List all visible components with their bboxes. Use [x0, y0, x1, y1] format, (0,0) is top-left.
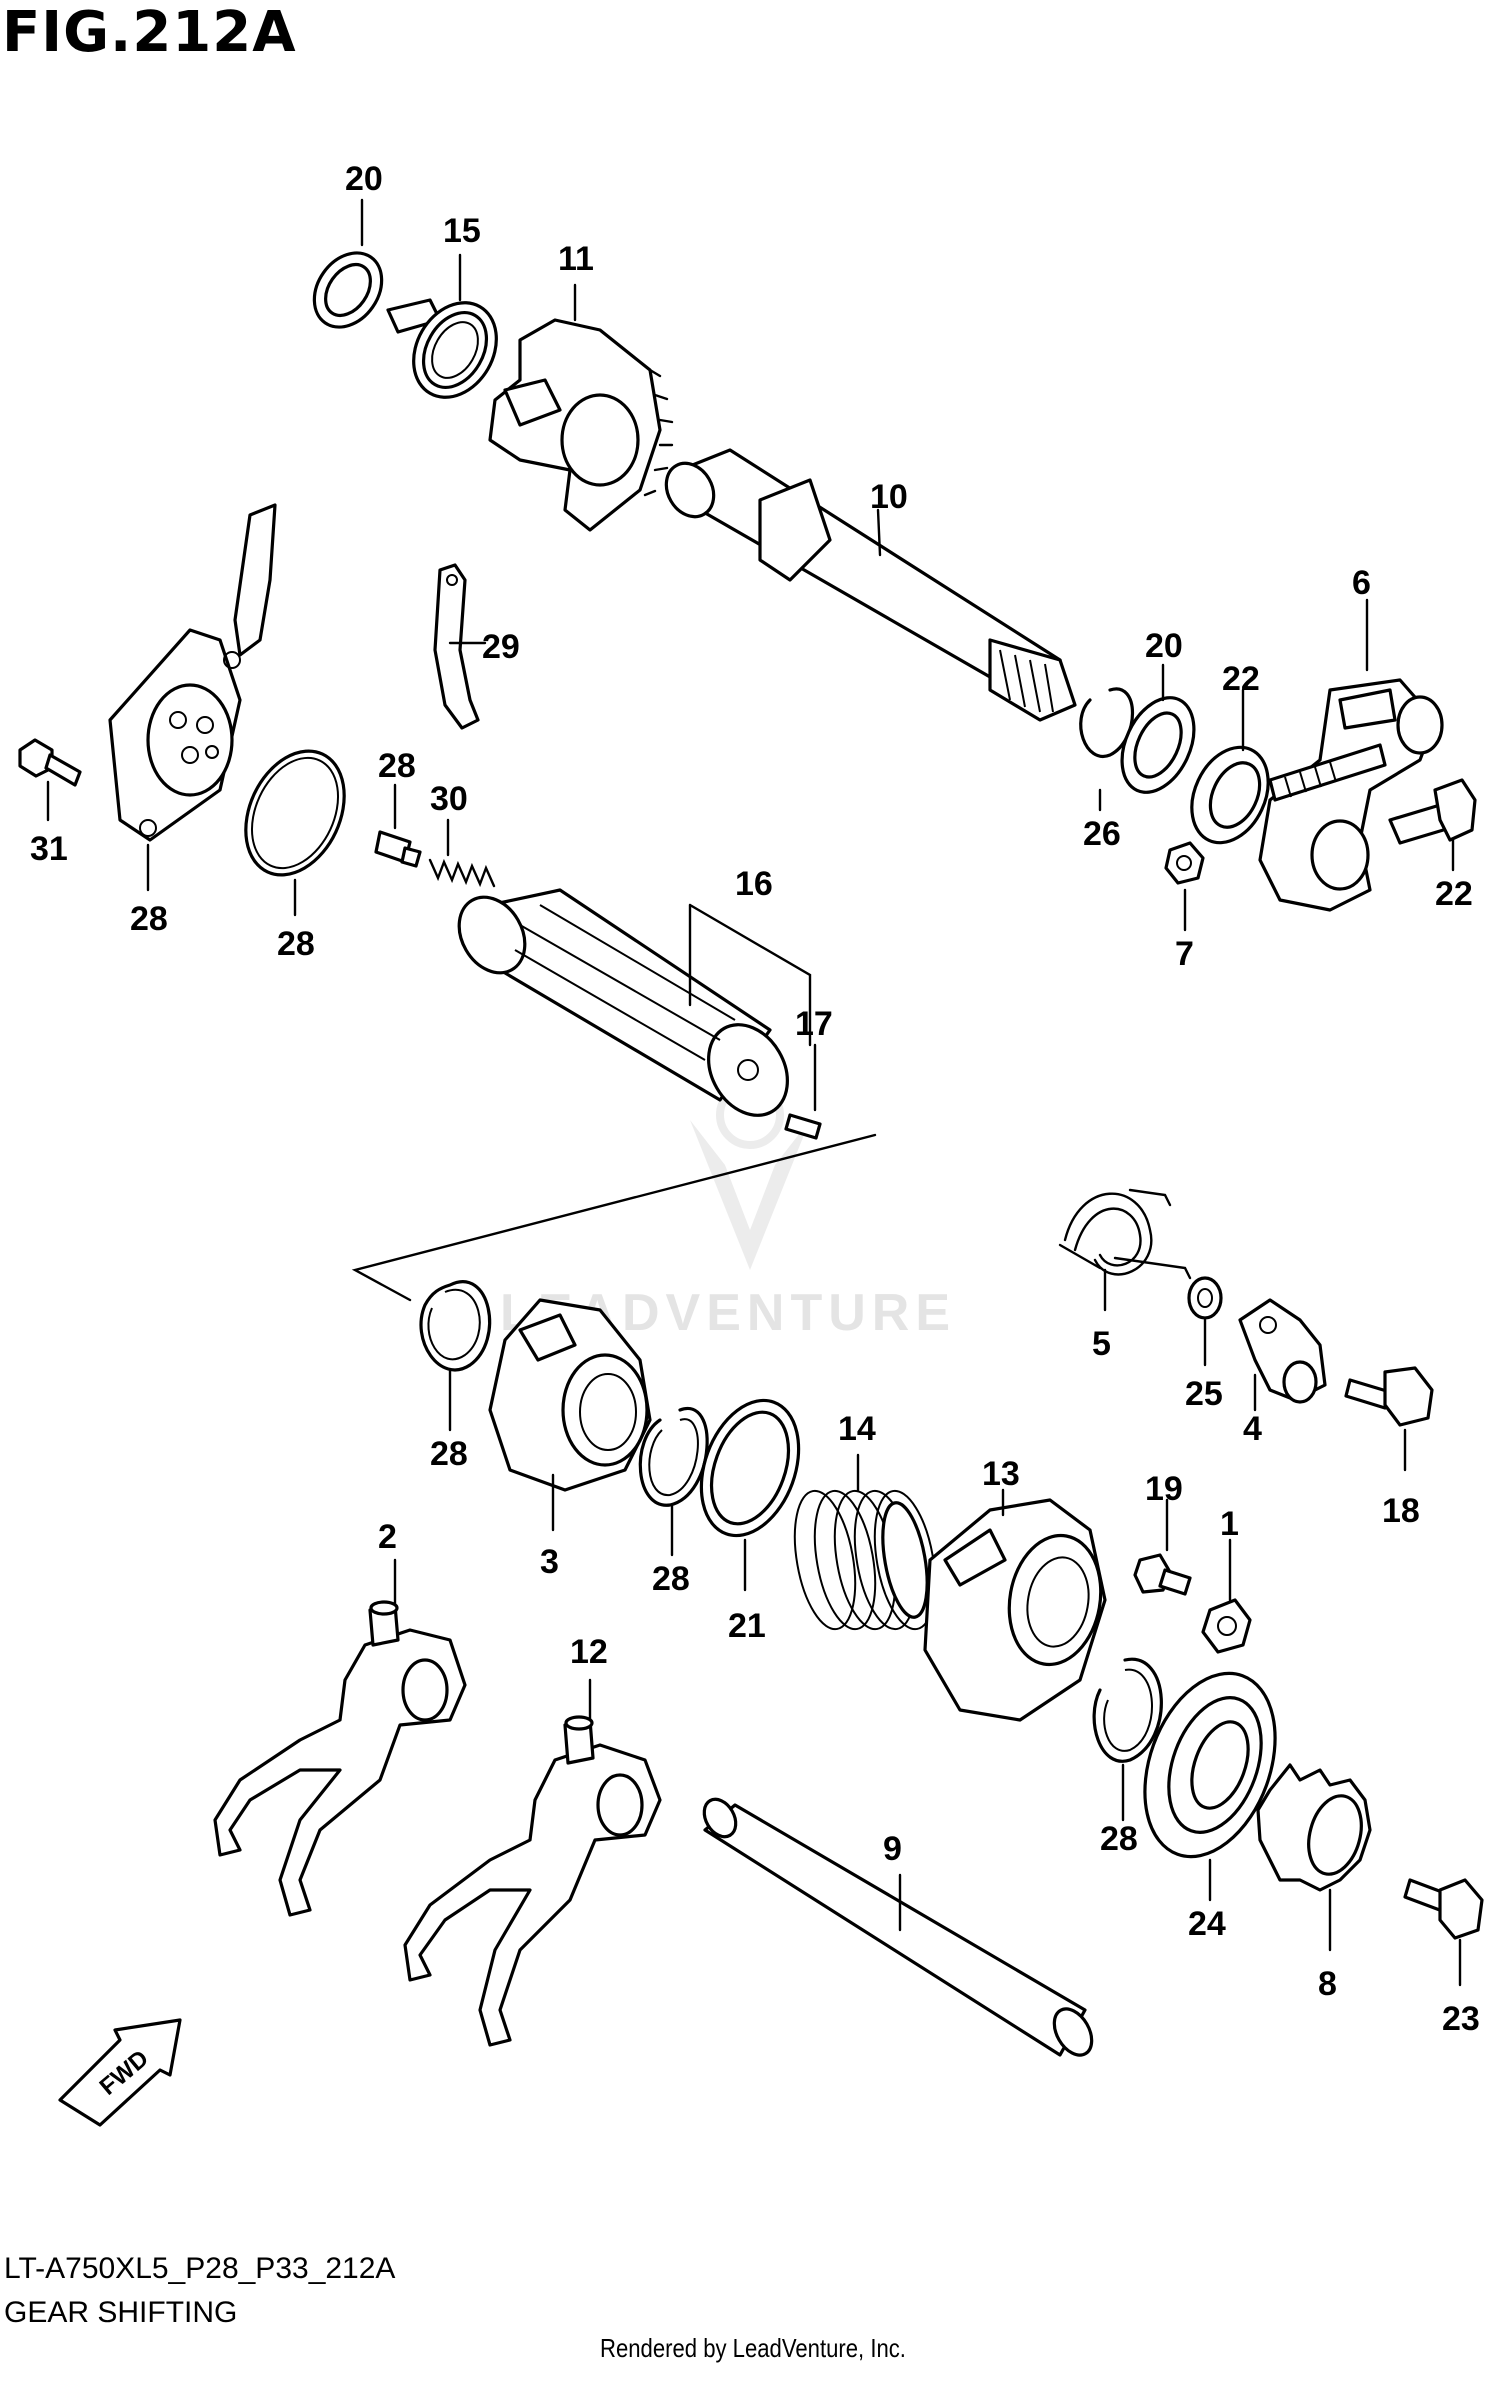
- torsion-spring-icon[interactable]: [1058, 1188, 1192, 1280]
- callout-30[interactable]: 28: [378, 747, 416, 785]
- shift-fork-icon[interactable]: [213, 1600, 467, 1917]
- bolt-icon[interactable]: [1403, 1878, 1484, 1940]
- pin-icon[interactable]: [374, 830, 422, 868]
- page-title: FIG.212A: [2, 0, 297, 65]
- callout-20-mid[interactable]: 20: [1145, 627, 1183, 665]
- position-sensor-icon[interactable]: [108, 503, 277, 842]
- callout-28-left[interactable]: 28: [430, 1435, 468, 1473]
- callout-33[interactable]: 30: [430, 780, 468, 818]
- callout-19[interactable]: 19: [1145, 1470, 1183, 1508]
- washer-icon[interactable]: [1108, 686, 1208, 804]
- callout-5[interactable]: 5: [1092, 1325, 1111, 1363]
- pin-icon[interactable]: [784, 1113, 822, 1140]
- callout-4[interactable]: 4: [1243, 1410, 1262, 1448]
- bearing-icon[interactable]: [1121, 1655, 1299, 1875]
- circlip-icon[interactable]: [419, 1280, 492, 1372]
- callout-34[interactable]: 31: [30, 830, 68, 868]
- callout-1[interactable]: 1: [1220, 1505, 1239, 1543]
- oil-seal-icon[interactable]: [1177, 735, 1283, 855]
- star-gear-icon[interactable]: [1256, 1763, 1372, 1892]
- callout-2[interactable]: 2: [378, 1518, 397, 1556]
- callout-6[interactable]: 6: [1352, 564, 1371, 602]
- washer-icon[interactable]: [684, 1387, 816, 1549]
- callout-31[interactable]: 28: [277, 925, 315, 963]
- callout-20[interactable]: 20: [345, 160, 383, 198]
- bolt-icon[interactable]: [18, 738, 82, 787]
- shift-cam-icon[interactable]: [488, 1298, 652, 1492]
- circlip-icon[interactable]: [638, 1406, 709, 1507]
- callout-8[interactable]: 8: [1318, 1965, 1337, 2003]
- callout-3[interactable]: 3: [540, 1543, 559, 1581]
- washer-icon[interactable]: [300, 240, 395, 340]
- shift-arm-icon[interactable]: [1258, 678, 1444, 912]
- callout-24[interactable]: 23: [1442, 2000, 1480, 2038]
- stopper-plate-icon[interactable]: [1238, 1298, 1327, 1404]
- fwd-arrow-icon: FWD: [58, 2018, 182, 2127]
- callout-29[interactable]: 28: [130, 900, 168, 938]
- clamp-icon[interactable]: [433, 563, 480, 730]
- callout-26[interactable]: 25: [1185, 1375, 1223, 1413]
- callout-11[interactable]: 11: [558, 240, 594, 278]
- o-ring-icon[interactable]: [227, 735, 364, 891]
- callout-14[interactable]: 14: [838, 1410, 876, 1448]
- spring-icon[interactable]: [428, 858, 496, 888]
- callout-16[interactable]: 16: [735, 865, 773, 903]
- callout-21[interactable]: 21: [728, 1607, 766, 1645]
- gearshift-drum-icon[interactable]: [446, 885, 803, 1129]
- callout-18[interactable]: 18: [1382, 1492, 1420, 1530]
- callout-9[interactable]: 9: [883, 1830, 902, 1868]
- sector-gear-icon[interactable]: [488, 318, 674, 532]
- circlip-icon[interactable]: [1092, 1657, 1163, 1763]
- callout-23[interactable]: 22: [1435, 875, 1473, 913]
- callout-27[interactable]: 26: [1083, 815, 1121, 853]
- callout-15[interactable]: 15: [443, 212, 481, 250]
- circlip-icon[interactable]: [1079, 687, 1135, 759]
- callout-10[interactable]: 10: [870, 478, 908, 516]
- callout-12[interactable]: 12: [570, 1633, 608, 1671]
- coil-spring-icon[interactable]: [785, 1486, 944, 1634]
- shift-cam-icon[interactable]: [923, 1498, 1111, 1722]
- return-spring-icon[interactable]: [386, 288, 513, 413]
- bolt-icon[interactable]: [1388, 778, 1477, 845]
- nut-icon[interactable]: [1201, 1598, 1252, 1654]
- shift-shaft-icon[interactable]: [657, 448, 1077, 722]
- callout-28-right[interactable]: 28: [1100, 1820, 1138, 1858]
- render-credit: Rendered by LeadVenture, Inc.: [600, 2333, 906, 2363]
- bolt-icon[interactable]: [1344, 1366, 1434, 1427]
- callout-17[interactable]: 17: [795, 1005, 833, 1043]
- callout-32[interactable]: 29: [482, 628, 520, 666]
- bolt-icon[interactable]: [1133, 1553, 1192, 1596]
- nut-icon[interactable]: [1164, 841, 1205, 885]
- washer-icon[interactable]: [1187, 1276, 1223, 1320]
- callout-7[interactable]: 7: [1175, 935, 1194, 973]
- callout-22[interactable]: 22: [1222, 660, 1260, 698]
- fork-shaft-icon[interactable]: [698, 1794, 1099, 2062]
- callout-25[interactable]: 24: [1188, 1905, 1226, 1943]
- callout-28-mid[interactable]: 28: [652, 1560, 690, 1598]
- section-name: GEAR SHIFTING: [4, 2296, 238, 2329]
- shift-fork-icon[interactable]: [403, 1715, 662, 2047]
- model-code: LT-A750XL5_P28_P33_212A: [4, 2252, 396, 2285]
- callout-13[interactable]: 13: [982, 1455, 1020, 1493]
